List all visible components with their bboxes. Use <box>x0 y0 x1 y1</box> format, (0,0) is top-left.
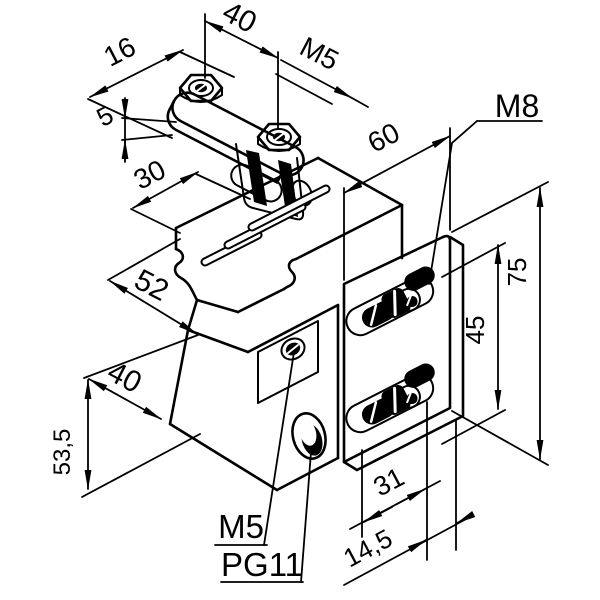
front-recess-panel <box>257 320 319 404</box>
m5-leader-line <box>263 351 295 546</box>
dim-label-16: 16 <box>99 31 141 73</box>
dim-label-45: 45 <box>460 316 490 345</box>
dim-label-60: 60 <box>363 117 405 159</box>
hex-screw-right <box>256 122 302 152</box>
dimension-clamp-thickness: 5 <box>92 97 177 163</box>
clamp-hook-lower <box>337 358 447 439</box>
clamp-hook-upper <box>345 266 435 337</box>
label-cable-gland: PG11 <box>220 451 312 583</box>
connector-block <box>168 156 404 492</box>
dim-label-52: 52 <box>129 263 174 308</box>
label-plate-screw: M8 <box>428 88 543 285</box>
dim-label-30: 30 <box>129 154 171 196</box>
dimension-block-length: 52 <box>107 238 198 335</box>
dim-label-m8: M8 <box>495 88 539 124</box>
dim-label-m5-top: M5 <box>295 31 344 76</box>
dimension-block-width: 40 <box>83 334 199 420</box>
fastening-plate <box>337 234 465 472</box>
dim-label-31: 31 <box>368 462 409 503</box>
step-notch-right <box>282 257 298 291</box>
label-front-hole: M5 <box>214 351 295 546</box>
dim-label-m5-front: M5 <box>218 508 264 545</box>
dimensions: 40 M5 16 5 30 52 <box>49 0 549 586</box>
dim-label-40-bottom: 40 <box>102 355 147 400</box>
dim-label-5: 5 <box>92 99 119 132</box>
dim-label-40-top: 40 <box>217 0 262 40</box>
m8-screw-icon <box>396 287 421 312</box>
pg11-hole <box>291 412 327 460</box>
dimension-block-height: 53,5 <box>49 379 201 498</box>
dimension-plate-height: 75 <box>451 181 549 466</box>
dim-label-14-5: 14,5 <box>338 523 397 573</box>
dim-label-pg11: PG11 <box>221 546 303 583</box>
dimension-clamp-screw: M5 <box>275 31 369 108</box>
m5-hole <box>280 337 306 361</box>
pg11-leader-line <box>300 451 312 583</box>
step-notch-left <box>173 247 199 302</box>
dimension-clamp-length: 40 <box>204 0 279 129</box>
m8-leader-line <box>428 120 478 285</box>
dimension-hook-span: 45 <box>441 242 506 445</box>
dim-label-53-5: 53,5 <box>49 429 76 476</box>
top-slots <box>200 184 331 267</box>
dim-label-75: 75 <box>502 258 532 287</box>
